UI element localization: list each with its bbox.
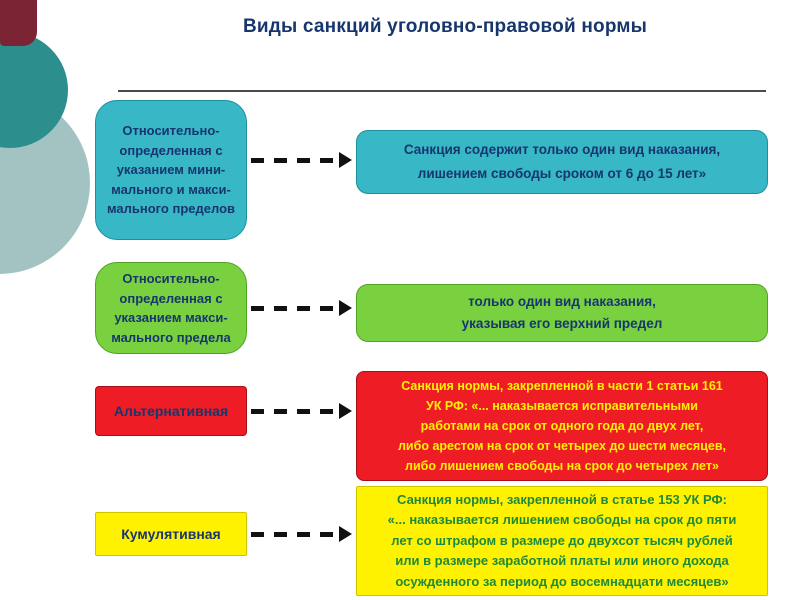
sanction-description-box-2: только один вид наказания, указывая его … [356,284,768,342]
sanction-type-box-relative-min-max: Относительно- определенная с указанием м… [95,100,247,240]
sanction-type-box-relative-max: Относительно- определенная с указанием м… [95,262,247,354]
arrowhead-icon [339,300,352,316]
dashed-arrow-shaft [251,531,339,537]
arrowhead-icon [339,403,352,419]
sanction-type-box-alternative: Альтернативная [95,386,247,436]
dashed-arrow-4 [251,526,352,542]
corner-accent-square [0,0,37,46]
sanction-description-box-3: Санкция нормы, закрепленной в части 1 ст… [356,371,768,481]
dashed-arrow-shaft [251,408,339,414]
slide-title: Виды санкций уголовно-правовой нормы [242,16,648,37]
title-underline [118,90,766,92]
arrowhead-icon [339,152,352,168]
dashed-arrow-2 [251,300,352,316]
dashed-arrow-1 [251,152,352,168]
dashed-arrow-shaft [251,157,339,163]
dashed-arrow-shaft [251,305,339,311]
sanction-description-box-1: Санкция содержит только один вид наказан… [356,130,768,194]
sanction-description-box-4: Санкция нормы, закрепленной в статье 153… [356,486,768,596]
dashed-arrow-3 [251,403,352,419]
sanction-type-box-cumulative: Кумулятивная [95,512,247,556]
arrowhead-icon [339,526,352,542]
